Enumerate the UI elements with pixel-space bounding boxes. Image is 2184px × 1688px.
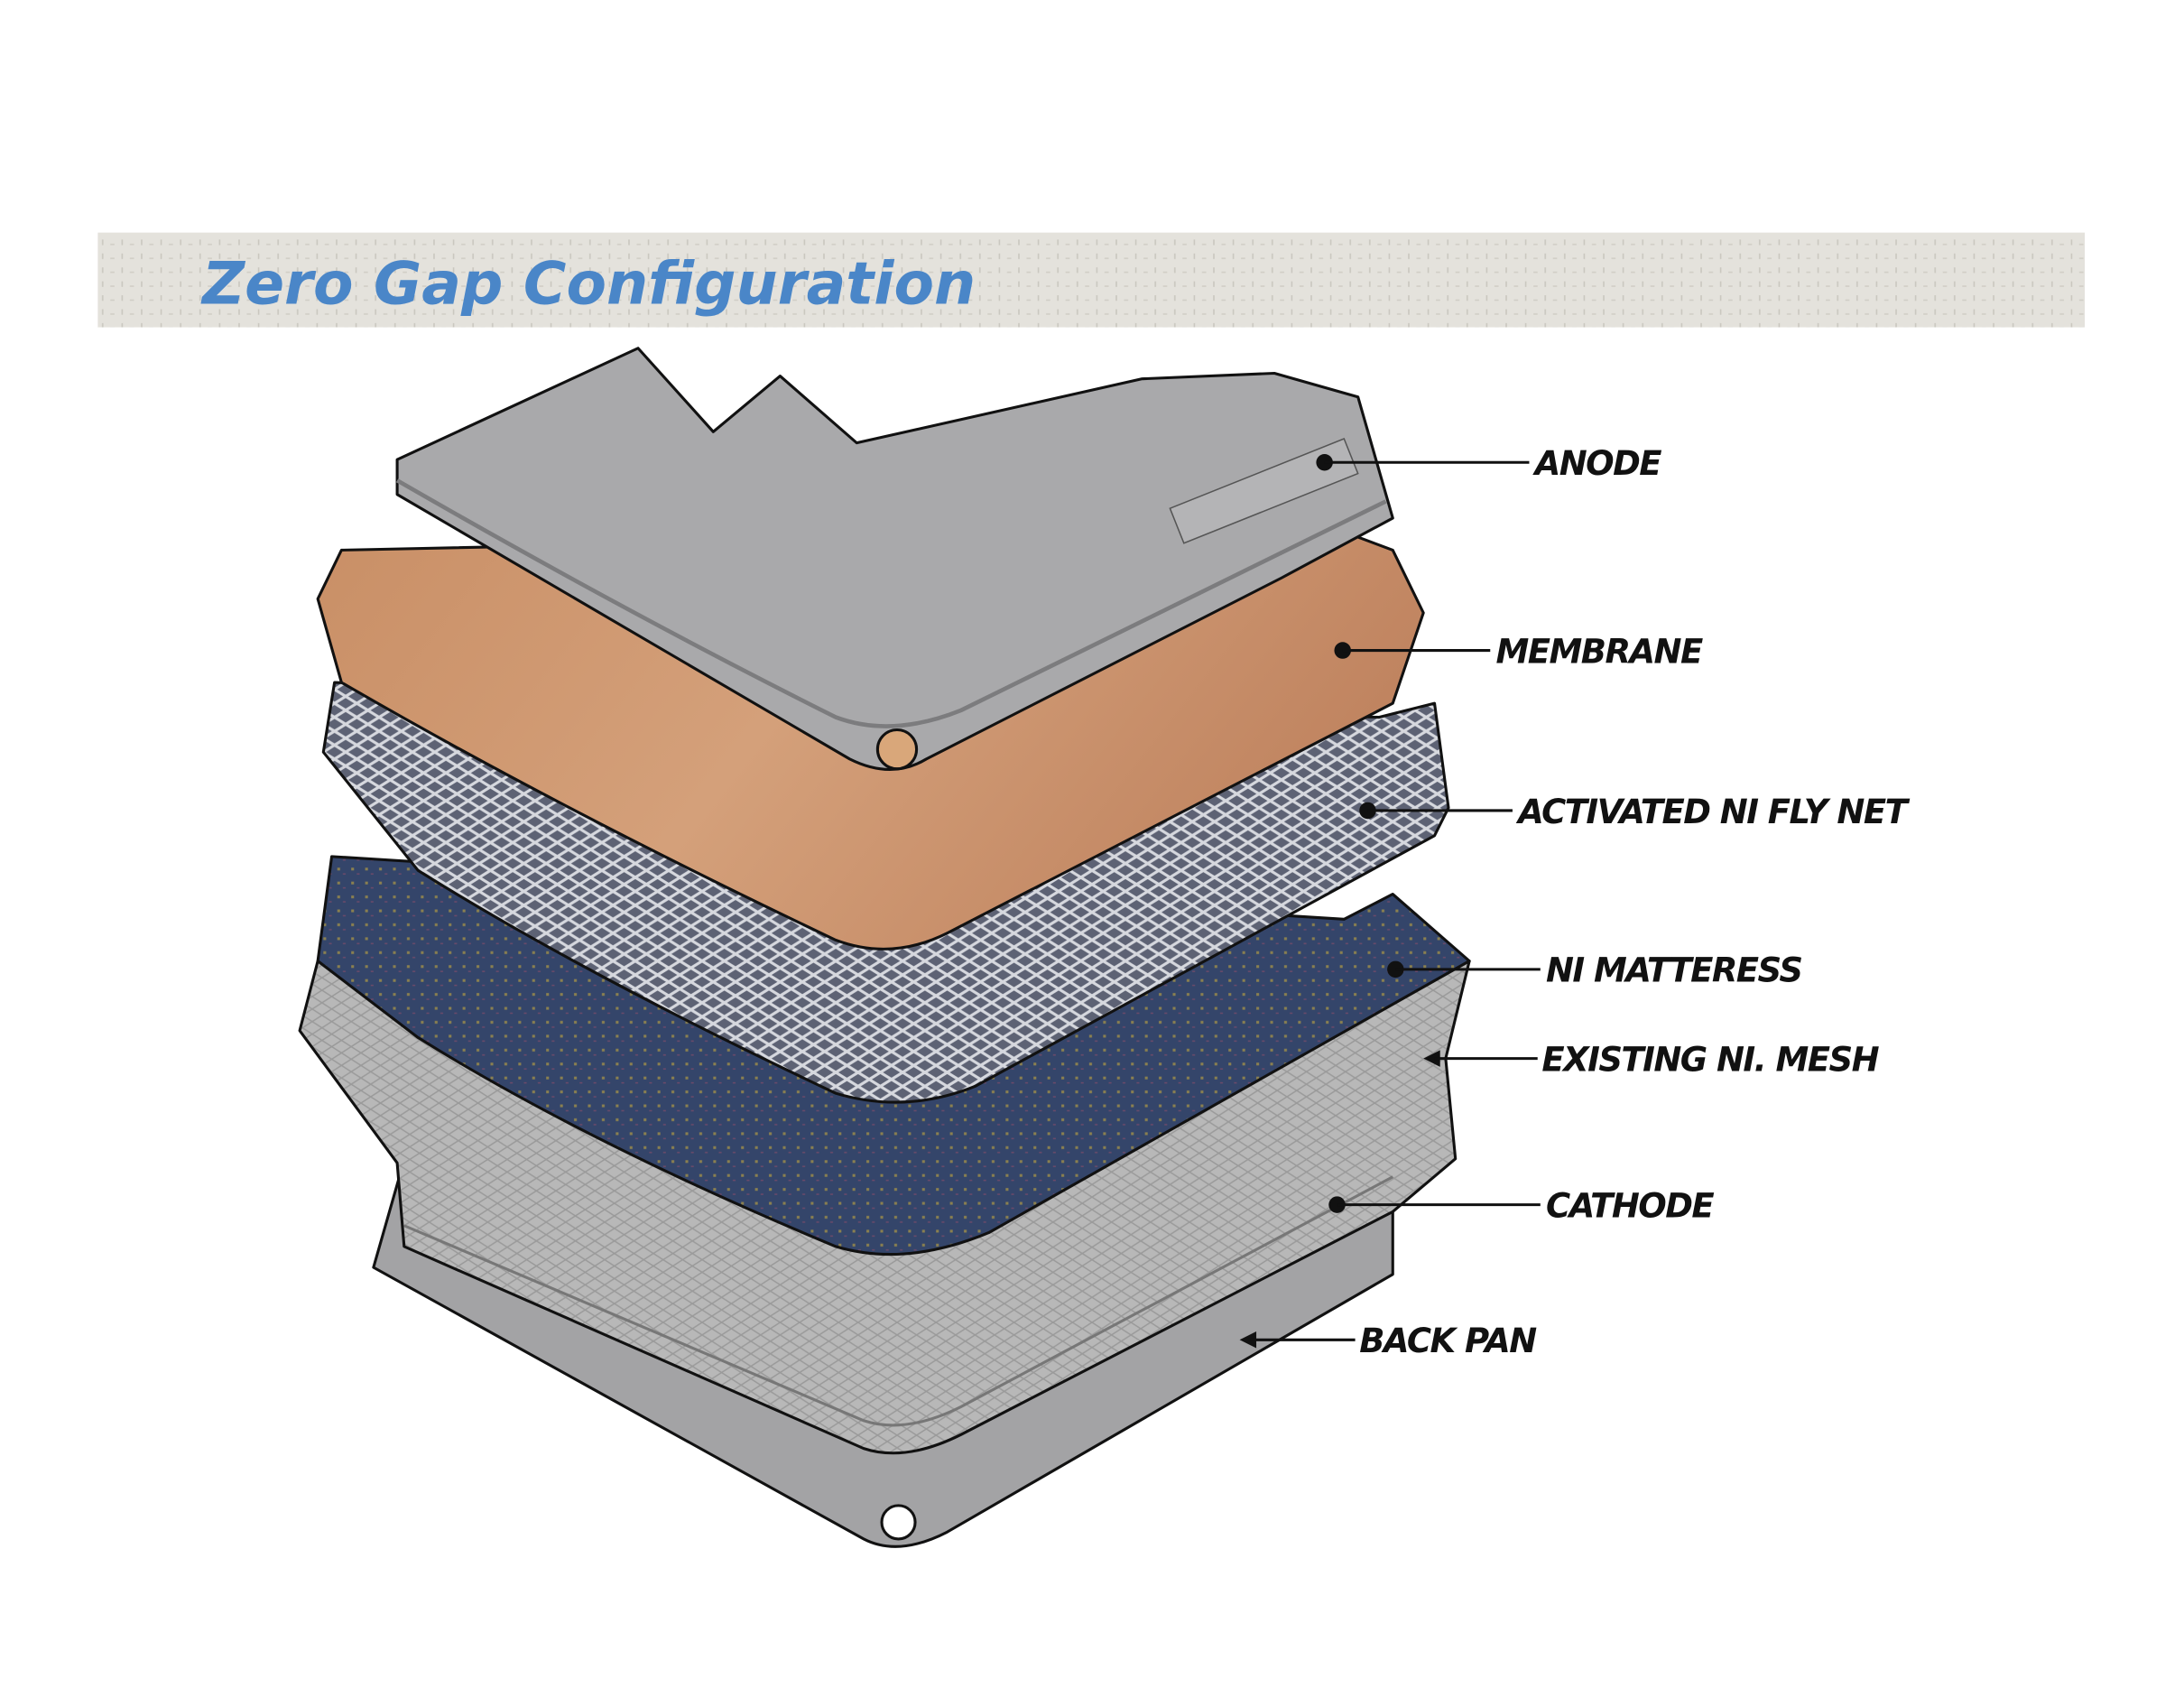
- label-mattress: NI MATTERESS: [1546, 951, 1801, 990]
- leader-fly-net: [1359, 802, 1513, 820]
- label-anode: ANODE: [1532, 444, 1662, 483]
- leader-membrane: [1334, 642, 1491, 659]
- leader-mesh: [1423, 1050, 1538, 1067]
- leader-cathode: [1328, 1196, 1541, 1213]
- anode-hole: [875, 728, 919, 771]
- label-membrane: MEMBRANE: [1495, 632, 1702, 671]
- label-mesh: EXISTING NI. MESH: [1541, 1040, 1879, 1079]
- leader-back-pan: [1239, 1331, 1356, 1349]
- leader-anode: [1316, 453, 1530, 471]
- label-fly-net: ACTIVATED NI FLY NET: [1515, 793, 1910, 831]
- cathode-flange: [403, 1175, 1393, 1427]
- title-banner: [97, 232, 2086, 328]
- anode-slot: [1169, 438, 1359, 544]
- mounting-hole: [880, 1504, 917, 1541]
- page-title: Zero Gap Configuration: [200, 250, 976, 318]
- anode-layer: [395, 347, 1394, 771]
- label-cathode: CATHODE: [1546, 1186, 1714, 1225]
- leader-mattress: [1387, 960, 1541, 978]
- label-back-pan: BACK PAN: [1359, 1322, 1537, 1360]
- anode-flange: [395, 478, 1387, 728]
